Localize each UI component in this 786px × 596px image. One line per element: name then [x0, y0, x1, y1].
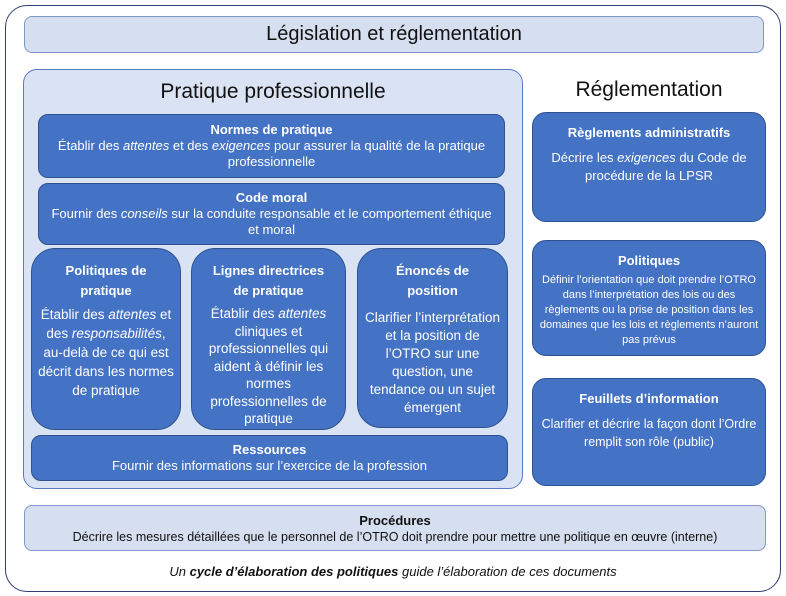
enonces-title: Énoncés de position: [396, 263, 469, 298]
normes-box: Normes de pratique Établir des attentes …: [38, 114, 505, 178]
procedures-box: Procédures Décrire les mesures détaillée…: [24, 505, 766, 551]
politiques-pratique-box: Politiques de pratique Établir des atten…: [31, 248, 181, 430]
outer-frame: [5, 5, 781, 592]
reglementation-heading: Réglementation: [575, 78, 723, 101]
enonces-text: Clarifier l’interprétation et la positio…: [364, 310, 501, 415]
politiques-pratique-title: Politiques de pratique: [65, 263, 147, 298]
title-bar: Législation et réglementation: [24, 16, 764, 53]
feuillets-box: Feuillets d’information Clarifier et déc…: [532, 378, 766, 486]
pratique-heading: Pratique professionnelle: [160, 80, 386, 103]
politiques-text: Définir l’orientation que doit prendre l…: [539, 274, 759, 346]
reglements-text: Décrire les exigences du Code de procédu…: [551, 150, 747, 183]
lignes-title: Lignes directrices de pratique: [212, 263, 325, 298]
politiques-title: Politiques: [617, 253, 681, 268]
politiques-box: Politiques Définir l’orientation que doi…: [532, 240, 766, 356]
feuillets-text: Clarifier et décrire la façon dont l’Ord…: [541, 417, 757, 449]
reglements-title: Règlements administratifs: [567, 125, 731, 140]
page-title: Législation et réglementation: [266, 23, 522, 45]
normes-text: Établir des attentes et des exigences po…: [57, 138, 486, 169]
procedures-title: Procédures: [359, 512, 431, 528]
politiques-pratique-text: Établir des attentes et des responsabili…: [38, 307, 174, 398]
feuillets-title: Feuillets d’information: [579, 391, 719, 406]
code-moral-box: Code moral Fournir des conseils sur la c…: [38, 183, 505, 245]
code-title: Code moral: [235, 190, 308, 205]
enonces-box: Énoncés de position Clarifier l’interpré…: [357, 248, 508, 428]
normes-title: Normes de pratique: [210, 122, 333, 137]
ressources-box: Ressources Fournir des informations sur …: [31, 435, 508, 481]
procedures-text: Décrire les mesures détaillées que le pe…: [72, 529, 718, 544]
lignes-directrices-box: Lignes directrices de pratique Établir d…: [191, 248, 346, 430]
code-text: Fournir des conseils sur la conduite res…: [51, 206, 492, 237]
footer-note: Un cycle d’élaboration des politiques gu…: [169, 564, 617, 579]
lignes-text: Établir des attentes cliniques et profes…: [208, 306, 329, 426]
ressources-text: Fournir des informations sur l’exercice …: [111, 458, 428, 473]
reglements-box: Règlements administratifs Décrire les ex…: [532, 112, 766, 222]
ressources-title: Ressources: [232, 442, 307, 457]
